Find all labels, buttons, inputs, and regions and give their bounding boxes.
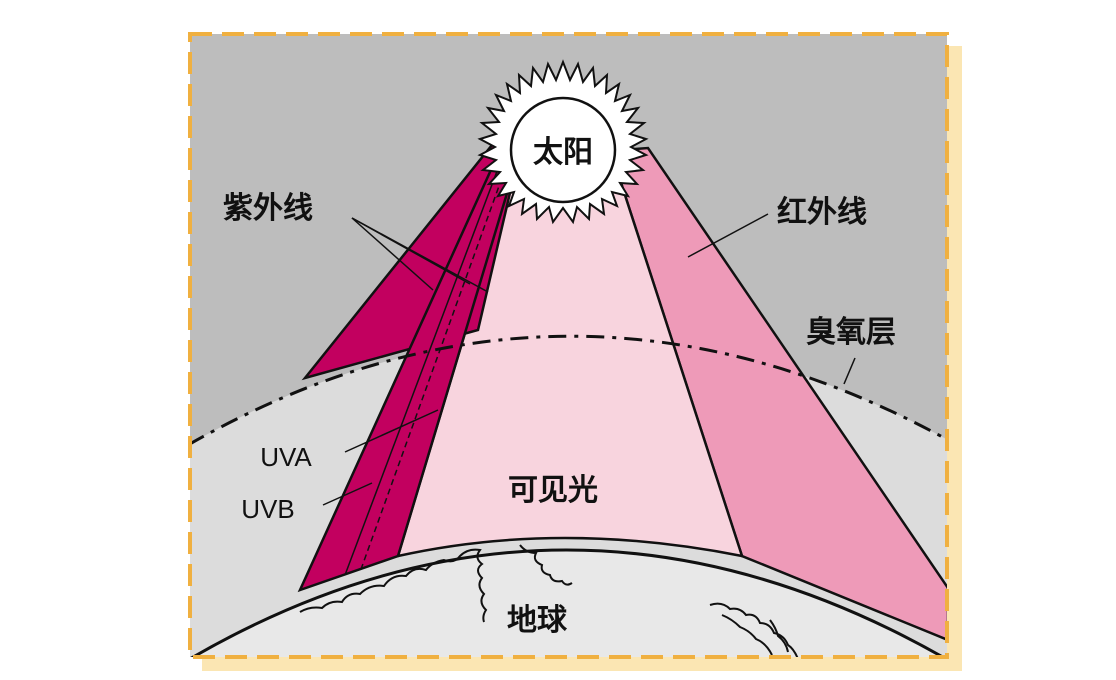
frame-border: [188, 32, 949, 659]
uva-label: UVA: [260, 442, 312, 472]
uv-divider-1: [344, 149, 506, 576]
ozone-layer-label: 臭氧层: [806, 315, 896, 350]
infrared-label: 红外线: [777, 195, 867, 230]
earth-label: 地球: [507, 603, 568, 638]
sun: [477, 59, 649, 225]
ozone-leader: [843, 357, 856, 385]
ultraviolet-label: 紫外线: [223, 191, 313, 226]
uv-leader-1: [351, 217, 434, 291]
uv-leader-3: [351, 217, 489, 293]
sun-label: 太阳: [533, 135, 593, 170]
visible-light-label: 可见光: [508, 473, 598, 508]
sun-disc: [509, 96, 617, 204]
coastline-right: [709, 602, 799, 657]
uv-divider-2: [359, 149, 513, 573]
ozone-layer-line: [190, 334, 947, 446]
visible-band: [396, 148, 744, 558]
coastline-center: [519, 544, 573, 586]
earth: [190, 548, 946, 657]
uvb-leader: [322, 482, 373, 506]
uva-leader: [344, 409, 439, 453]
uvb-label: UVB: [241, 494, 294, 524]
ir-leader: [687, 213, 769, 258]
coastline-left: [299, 548, 488, 623]
